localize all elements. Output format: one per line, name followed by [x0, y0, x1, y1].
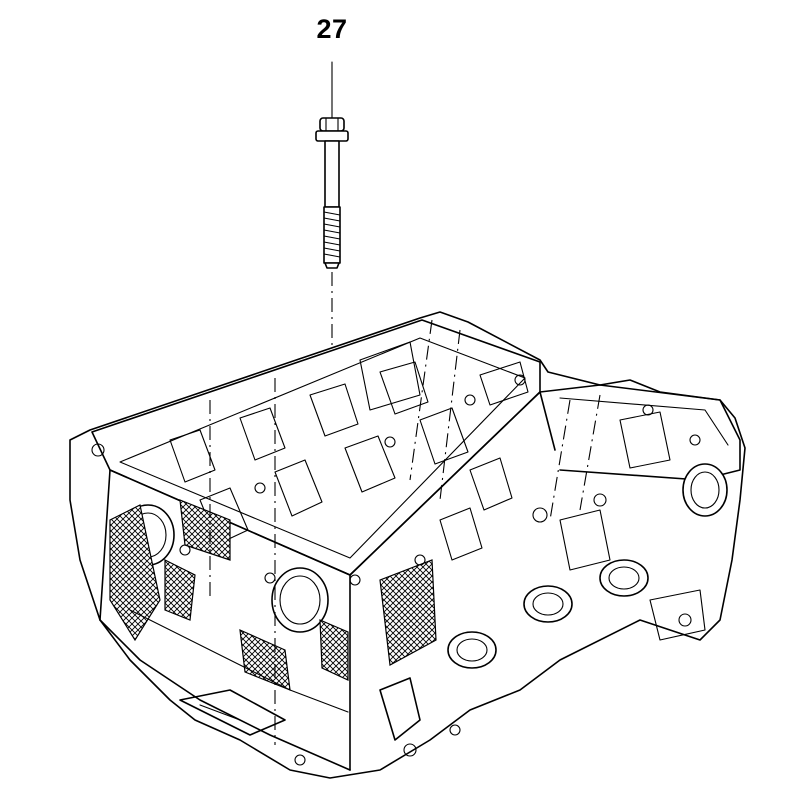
- callout-label: 27: [316, 14, 348, 44]
- bolt-icon: [315, 117, 349, 269]
- cylinder-head-icon: [69, 311, 746, 779]
